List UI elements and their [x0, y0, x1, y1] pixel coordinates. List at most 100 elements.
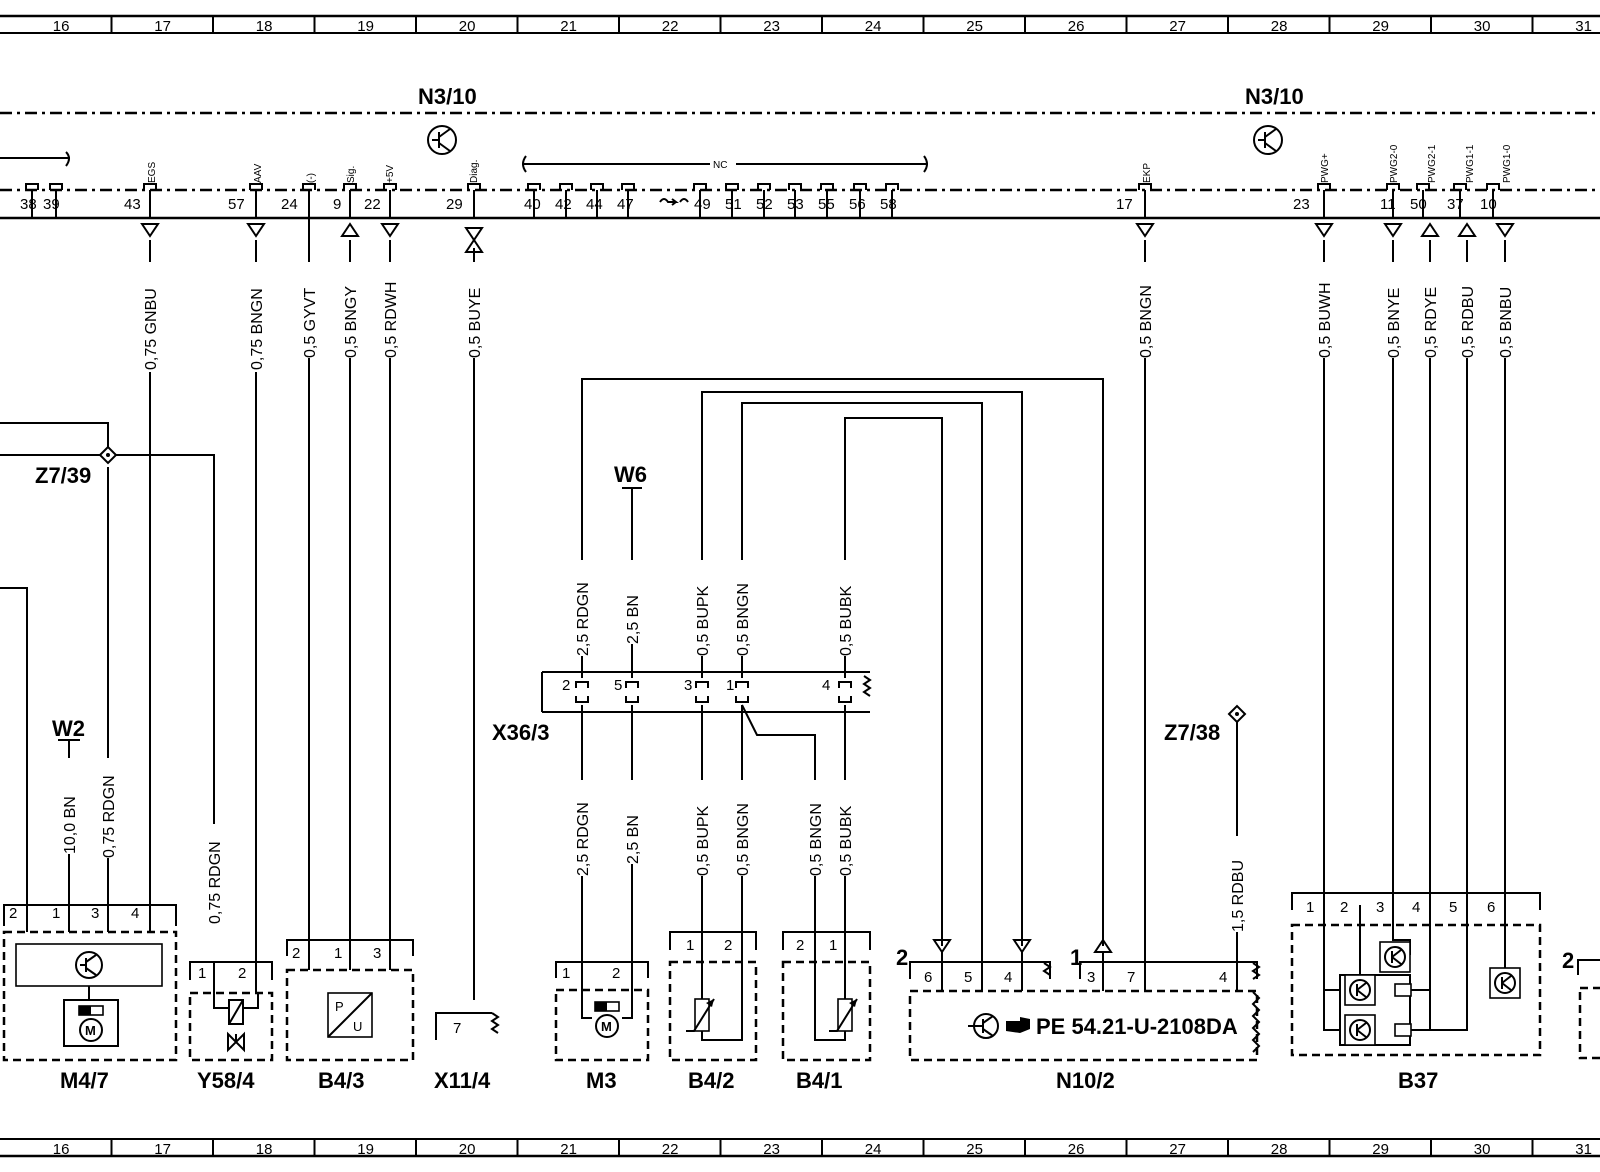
pin-number: 1 [726, 677, 734, 694]
wire-label: 0,5 BNYE [1386, 288, 1403, 358]
splice-z7-38 [1227, 704, 1247, 724]
pin-number: 1 [1070, 945, 1082, 970]
grid-label: 19 [357, 1141, 374, 1158]
wire-label: 0,5 BUYE [467, 288, 484, 358]
ground-label: W2 [52, 716, 85, 741]
svg-text:P: P [335, 999, 344, 1014]
pin-number: 2 [562, 677, 570, 694]
pin-stub [621, 183, 635, 218]
pin-number: 3 [373, 945, 381, 962]
pin-number: 39 [43, 196, 60, 213]
grid-label: 22 [662, 1141, 679, 1158]
grid-label: 26 [1068, 1141, 1085, 1158]
wire-label: 0,5 BUBK [838, 585, 855, 656]
pin-stub [383, 183, 397, 218]
nc-bg [710, 157, 736, 171]
component-label: B4/1 [796, 1068, 842, 1093]
pin-stub [49, 183, 63, 218]
wire-label: 10,0 BN [62, 796, 79, 854]
pin-stub [1486, 183, 1500, 218]
wire-label: 1,5 RDBU [1230, 860, 1247, 932]
splice-label: Z7/39 [35, 463, 91, 488]
grid-label: 31 [1575, 1141, 1592, 1158]
wire-label: 2,5 RDGN [575, 582, 592, 656]
pin-number: 10 [1480, 196, 1497, 213]
wire-arrows [140, 222, 1515, 954]
pin-number: 1 [1306, 899, 1314, 916]
pin-number: 5 [1449, 899, 1457, 916]
wire-label: 0,5 BNGN [735, 583, 752, 656]
grid-label: 25 [966, 18, 983, 35]
pe-reference: PE 54.21-U-2108DA [1036, 1014, 1238, 1039]
pin-number: 7 [453, 1020, 461, 1037]
svg-text:M: M [85, 1023, 96, 1038]
pin-stub [559, 183, 573, 218]
pin-stub [820, 183, 834, 218]
component-b4-2 [668, 931, 758, 1062]
pin-stub [143, 183, 157, 218]
component-label: B37 [1398, 1068, 1438, 1093]
grid-label: 23 [763, 1141, 780, 1158]
wire-label: 2,5 BN [625, 815, 642, 864]
pin-signal: PWG1-0 [1502, 144, 1513, 183]
pin-number: 44 [586, 196, 603, 213]
pin-number: 43 [124, 196, 141, 213]
grid-label: 18 [256, 1141, 273, 1158]
pin-signal: EGS [147, 162, 158, 183]
pin-stubs [25, 183, 1500, 218]
component-label: Y58/4 [197, 1068, 255, 1093]
grid-label: 28 [1271, 1141, 1288, 1158]
component-x11-4 [435, 1012, 500, 1040]
pin-number: 47 [617, 196, 634, 213]
wire-label: 0,5 BUPK [695, 585, 712, 656]
pin-number: 2 [238, 965, 246, 982]
grid-label: 30 [1474, 18, 1491, 35]
pin-number: 50 [1410, 196, 1427, 213]
pin-stub [885, 183, 899, 218]
pin-signal: PWG2-0 [1389, 144, 1400, 183]
component-n10-2 [908, 952, 1261, 1062]
grid-label: 27 [1169, 1141, 1186, 1158]
transistor-icon [968, 1013, 999, 1039]
component-b4-1 [781, 931, 872, 1062]
pin-number: 4 [1219, 969, 1227, 986]
grid-label: 23 [763, 18, 780, 35]
pin-number: 4 [1004, 969, 1012, 986]
grid-label: 29 [1372, 1141, 1389, 1158]
pin-number: 2 [1562, 948, 1574, 973]
splice-label: Z7/38 [1164, 720, 1220, 745]
wire-label: 0,5 GYVT [302, 288, 319, 358]
pin-number: 3 [91, 905, 99, 922]
wire-label: 0,5 BUWH [1317, 282, 1334, 358]
wire-label: 0,5 BNBU [1498, 287, 1515, 358]
pin-stub [590, 183, 604, 218]
pin-number: 1 [52, 905, 60, 922]
pin-stub [853, 183, 867, 218]
transistor-icon [75, 951, 103, 979]
solenoid-valve-icon [213, 992, 259, 1053]
wire-label: 0,5 RDBU [1460, 286, 1477, 358]
wire-label: 0,75 BNGN [249, 288, 266, 370]
pin-number: 1 [334, 945, 342, 962]
pin-signal: EKP [1142, 163, 1153, 183]
pin-number: 9 [333, 196, 341, 213]
wire-lines [0, 198, 1506, 1000]
pin-number: 4 [1412, 899, 1420, 916]
pin-number: 1 [686, 937, 694, 954]
component-label: N10/2 [1056, 1068, 1115, 1093]
wire-label: 0,5 BNGN [1138, 285, 1155, 358]
svg-text:U: U [353, 1019, 362, 1034]
wire-labels: 0,75 GNBU 0,75 BNGN 0,5 GYVT 0,5 BNGY 0,… [61, 262, 1515, 932]
pin-number: 1 [198, 965, 206, 982]
grid-label: 25 [966, 1141, 983, 1158]
grid-label: 27 [1169, 18, 1186, 35]
pin-signal: PWG2-1 [1427, 144, 1438, 183]
grid-label: 29 [1372, 18, 1389, 35]
pin-number: 6 [1487, 899, 1495, 916]
pin-number: 24 [281, 196, 298, 213]
pin-stub [467, 183, 481, 218]
range-break-icon [659, 198, 689, 206]
manual-reference-icon [1006, 1017, 1030, 1033]
pin-number: 3 [1376, 899, 1384, 916]
